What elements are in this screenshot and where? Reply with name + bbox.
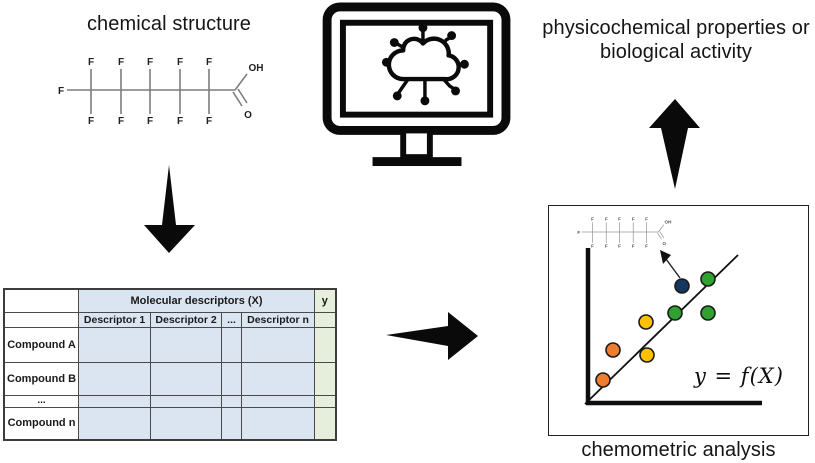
data-cell bbox=[241, 361, 316, 396]
mini-chemical-structure bbox=[577, 215, 673, 249]
table-row: Compound A bbox=[3, 326, 337, 363]
group-header-cell: Molecular descriptors (X) bbox=[78, 288, 316, 313]
descriptor-table: Molecular descriptors (X) y Descriptor 1… bbox=[3, 288, 337, 441]
table-header-row-1: Molecular descriptors (X) y bbox=[3, 288, 337, 313]
row-header-cell: ... bbox=[3, 394, 80, 408]
monitor-cloud-icon bbox=[322, 2, 511, 167]
data-point bbox=[667, 305, 683, 321]
data-cell bbox=[221, 406, 243, 441]
table-header-row-2: Descriptor 1 Descriptor 2 ... Descriptor… bbox=[3, 311, 337, 328]
annotation-arrow bbox=[660, 250, 681, 279]
chemometric-title: chemometric analysis bbox=[581, 439, 776, 461]
scatter-plot-svg bbox=[584, 248, 762, 406]
corner-cell bbox=[3, 288, 80, 313]
data-cell bbox=[221, 361, 243, 396]
table-row: Compound B bbox=[3, 361, 337, 396]
descriptor-header-cell: Descriptor n bbox=[241, 311, 316, 328]
arrow-right-icon bbox=[386, 312, 478, 360]
cloud-shape bbox=[386, 36, 461, 82]
data-cell bbox=[78, 361, 152, 396]
data-point bbox=[595, 372, 611, 388]
y-header-cell: y bbox=[314, 288, 337, 313]
data-point bbox=[700, 305, 716, 321]
chemical-structure-drawing bbox=[57, 53, 267, 127]
arrow-down-icon bbox=[144, 165, 195, 253]
data-cell bbox=[221, 326, 243, 363]
row-header-cell: Compound B bbox=[3, 361, 80, 396]
table-row: ... bbox=[3, 394, 337, 408]
y-cell bbox=[314, 361, 337, 396]
data-cell bbox=[241, 394, 316, 408]
descriptor-header-cell: ... bbox=[221, 311, 243, 328]
data-point bbox=[605, 342, 621, 358]
data-cell bbox=[241, 406, 316, 441]
row-header-cell: Compound A bbox=[3, 326, 80, 363]
regression-formula: y = f(X) bbox=[694, 364, 784, 388]
y-cell bbox=[314, 326, 337, 363]
data-point bbox=[638, 314, 654, 330]
monitor-stand bbox=[400, 127, 433, 161]
y-cell bbox=[314, 394, 337, 408]
data-cell bbox=[78, 394, 152, 408]
cloud-network-icon bbox=[381, 23, 469, 106]
data-cell bbox=[150, 394, 223, 408]
data-point bbox=[700, 271, 716, 287]
properties-title-line2: biological activity bbox=[600, 41, 752, 63]
arrow-up-icon bbox=[649, 99, 700, 189]
data-cell bbox=[150, 361, 223, 396]
monitor-base bbox=[372, 157, 462, 167]
data-cell bbox=[150, 326, 223, 363]
data-point bbox=[674, 278, 690, 294]
data-cell bbox=[150, 406, 223, 441]
descriptor-header-cell: Descriptor 1 bbox=[78, 311, 152, 328]
data-cell bbox=[221, 394, 243, 408]
chemometric-panel: y = f(X) bbox=[548, 205, 809, 436]
y-cell bbox=[314, 406, 337, 441]
data-cell bbox=[241, 326, 316, 363]
properties-title-line1: physicochemical properties or bbox=[542, 17, 810, 39]
chemical-structure-title: chemical structure bbox=[86, 13, 252, 35]
descriptor-header-cell: Descriptor 2 bbox=[150, 311, 223, 328]
data-cell bbox=[78, 406, 152, 441]
scatter-points bbox=[595, 271, 716, 388]
properties-title: physicochemical properties or biological… bbox=[542, 16, 810, 64]
y-subheader-cell bbox=[314, 311, 337, 328]
data-point bbox=[639, 347, 655, 363]
data-cell bbox=[78, 326, 152, 363]
row-header-cell: Compound n bbox=[3, 406, 80, 441]
table-row: Compound n bbox=[3, 406, 337, 441]
corner-cell bbox=[3, 311, 80, 328]
